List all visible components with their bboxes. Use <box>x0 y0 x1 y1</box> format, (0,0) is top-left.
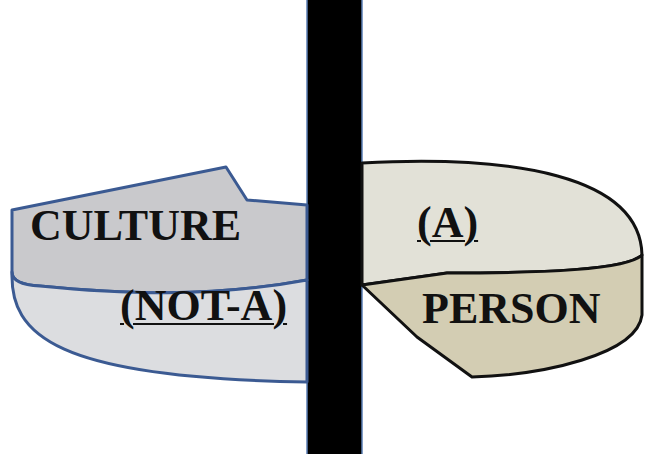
ribbon-band: (A) PERSON <box>362 155 645 381</box>
ribbon-shape <box>362 155 645 381</box>
person-label: PERSON <box>422 287 600 331</box>
ribbon-segment <box>362 255 642 377</box>
ribbon-band: CULTURE (NOT-A) <box>10 160 307 386</box>
ribbon-segment <box>12 167 307 293</box>
culture-label: CULTURE <box>30 204 241 248</box>
ribbon-shape <box>10 160 307 386</box>
a-label: (A) <box>417 201 478 245</box>
ribbon-segment <box>12 272 307 382</box>
not-a-label: (NOT-A) <box>120 284 287 328</box>
black-bar <box>307 0 362 454</box>
